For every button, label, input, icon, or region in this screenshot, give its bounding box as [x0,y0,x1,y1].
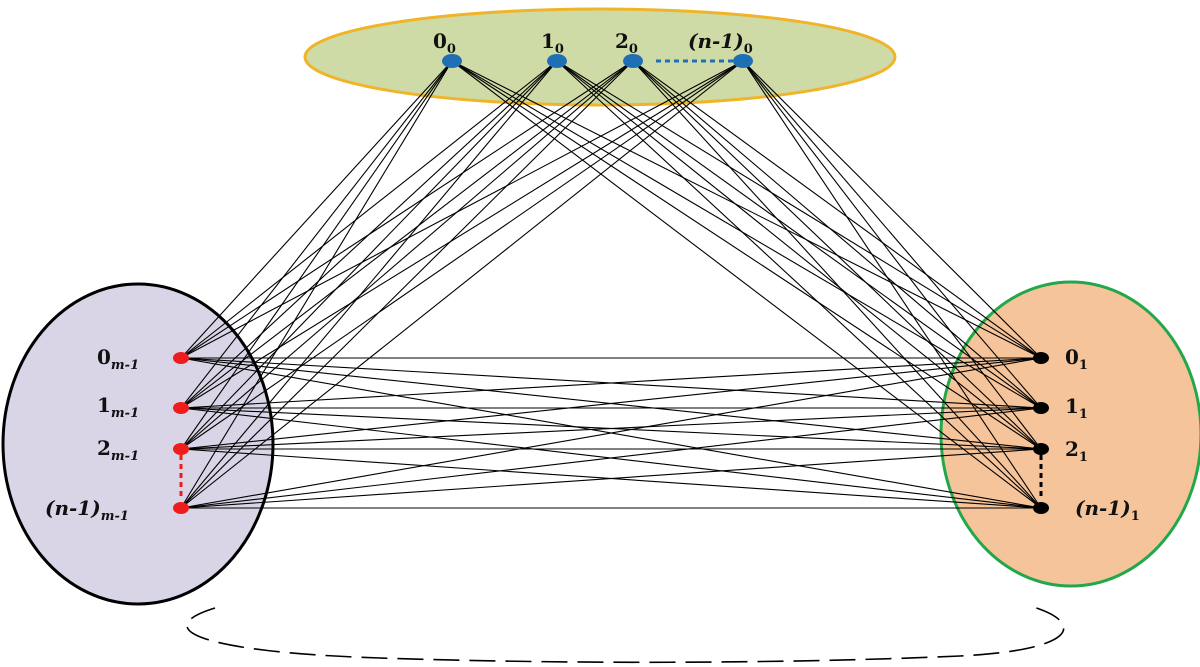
edge-group-0-v1-group-1-v3 [556,60,1042,509]
edges [180,60,1042,509]
edge-group-1-v2-group-m-1-v1 [180,407,1042,450]
edge-group-0-v0-group-m-1-v2 [180,60,453,450]
edge-group-0-v0-group-1-v1 [451,60,1042,409]
label-base: 1 [1065,394,1079,418]
group-0-vertex-2 [623,54,643,68]
edge-group-0-v1-group-m-1-v0 [180,60,558,359]
edge-group-0-v2-group-m-1-v1 [180,60,634,409]
edge-group-0-v0-group-1-v2 [451,60,1042,450]
edge-group-0-v2-group-1-v0 [632,60,1042,359]
edge-group-1-v3-group-m-1-v1 [180,407,1042,509]
label-base: 2 [97,436,111,460]
edge-group-1-v3-group-m-1-v2 [180,448,1042,509]
vertex-label-0-0: 00 [433,29,456,57]
edge-group-0-v1-group-m-1-v3 [180,60,558,509]
edge-group-0-v1-group-m-1-v2 [180,60,558,450]
group-1-vertex-0 [1033,352,1049,364]
label-subscript: 1 [1079,407,1088,422]
edge-group-0-v1-group-1-v1 [556,60,1042,409]
edge-group-0-v3-group-m-1-v3 [180,60,744,509]
vertices [173,54,1049,514]
edge-group-0-v3-group-m-1-v2 [180,60,744,450]
label-base: (n-1) [1075,496,1131,520]
label-subscript: m-1 [111,406,139,421]
edge-group-0-v3-group-m-1-v0 [180,60,744,359]
label-base: 0 [97,345,111,369]
edge-group-0-v3-group-1-v0 [742,60,1042,359]
edge-group-0-v2-group-m-1-v0 [180,60,634,359]
edge-group-1-v2-group-m-1-v0 [180,357,1042,450]
label-subscript: 0 [629,42,638,57]
vertex-label-n-1-1: (n-1)1 [1075,496,1140,524]
edge-group-0-v2-group-1-v1 [632,60,1042,409]
vertex-label-2-m-1: 2m-1 [97,436,139,464]
label-base: (n-1) [688,29,744,53]
group-1-vertex-2 [1033,443,1049,455]
group-m-1-vertex-1 [173,402,189,414]
group-0-region [303,7,897,107]
label-subscript: 0 [744,42,753,57]
label-subscript: m-1 [101,509,129,524]
edge-group-0-v0-group-m-1-v3 [180,60,453,509]
edge-group-0-v0-group-1-v3 [451,60,1042,509]
label-subscript: 1 [1079,450,1088,465]
vertex-label-0-1: 01 [1065,345,1088,373]
group-1-vertex-3 [1033,502,1049,514]
edge-group-1-v3-group-m-1-v0 [180,357,1042,509]
vertex-label-1-1: 11 [1065,394,1088,422]
vertex-label-2-0: 20 [615,29,638,57]
vertex-label-2-1: 21 [1065,437,1088,465]
label-subscript: 1 [1079,358,1088,373]
group-m-1-region [1,282,275,606]
label-subscript: m-1 [111,358,139,373]
edge-group-1-v1-group-m-1-v0 [180,357,1042,409]
vertex-label-0-m-1: 0m-1 [97,345,139,373]
edge-group-0-v3-group-1-v2 [742,60,1042,450]
label-base: (n-1) [45,496,101,520]
group-0-vertex-1 [547,54,567,68]
edge-group-0-v3-group-m-1-v1 [180,60,744,409]
label-subscript: 1 [1131,509,1140,524]
edge-group-0-v1-group-1-v0 [556,60,1042,359]
group-0-vertex-0 [442,54,462,68]
vertex-label-1-m-1: 1m-1 [97,393,139,421]
group-0-vertex-3 [733,54,753,68]
label-base: 1 [97,393,111,417]
edge-group-0-v2-group-m-1-v3 [180,60,634,509]
group-m-1-vertex-0 [173,352,189,364]
edge-group-0-v3-group-1-v3 [742,60,1042,509]
label-subscript: 0 [555,42,564,57]
group-m-1-vertex-3 [173,502,189,514]
vertex-label-n-1-m-1: (n-1)m-1 [45,496,129,524]
label-subscript: 0 [447,42,456,57]
edge-group-0-v3-group-1-v1 [742,60,1042,409]
edge-group-0-v2-group-m-1-v2 [180,60,634,450]
label-subscript: m-1 [111,449,139,464]
group-1-vertex-1 [1033,402,1049,414]
label-base: 2 [615,29,629,53]
edge-group-0-v0-group-1-v0 [451,60,1042,359]
continuation-dashed-arc [186,605,1065,664]
edge-group-0-v0-group-m-1-v0 [180,60,453,359]
label-base: 0 [433,29,447,53]
label-base: 1 [541,29,555,53]
edge-group-0-v1-group-1-v2 [556,60,1042,450]
label-base: 2 [1065,437,1079,461]
edge-group-0-v0-group-m-1-v1 [180,60,453,409]
vertex-label-n-1-0: (n-1)0 [688,29,753,57]
group-m-1-vertex-2 [173,443,189,455]
edge-group-0-v2-group-1-v3 [632,60,1042,509]
label-base: 0 [1065,345,1079,369]
edge-group-0-v2-group-1-v2 [632,60,1042,450]
vertex-label-1-0: 10 [541,29,564,57]
